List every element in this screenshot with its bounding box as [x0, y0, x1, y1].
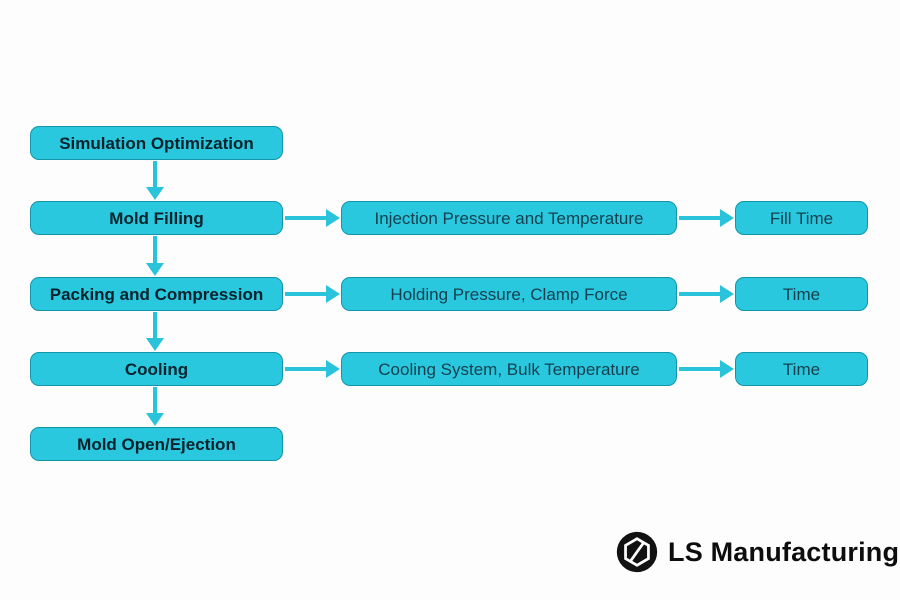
arrow-right-packing-to-holding	[285, 292, 326, 296]
arrow-down-simulation-to-filling	[153, 161, 157, 187]
flow-node-holding-pressure-clamp-force: Holding Pressure, Clamp Force	[341, 277, 677, 311]
flow-node-cooling: Cooling	[30, 352, 283, 386]
arrow-right-cooling-to-coolingsystem	[285, 367, 326, 371]
flow-node-fill-time: Fill Time	[735, 201, 868, 235]
flow-node-mold-open-ejection: Mold Open/Ejection	[30, 427, 283, 461]
arrow-down-packing-to-cooling	[153, 312, 157, 338]
arrow-right-holding-to-time	[679, 292, 720, 296]
arrow-right-filling-to-injection	[285, 216, 326, 220]
flow-node-time-packing: Time	[735, 277, 868, 311]
flow-node-cooling-system-bulk-temperature: Cooling System, Bulk Temperature	[341, 352, 677, 386]
flow-node-time-cooling: Time	[735, 352, 868, 386]
flow-node-injection-pressure-temperature: Injection Pressure and Temperature	[341, 201, 677, 235]
arrow-right-injection-to-filltime	[679, 216, 720, 220]
company-name: LS Manufacturing	[668, 536, 900, 567]
arrow-right-coolingsystem-to-time	[679, 367, 720, 371]
ls-manufacturing-logo: LS Manufacturing	[615, 530, 899, 574]
arrow-down-filling-to-packing	[153, 236, 157, 263]
flow-node-mold-filling: Mold Filling	[30, 201, 283, 235]
arrow-down-cooling-to-ejection	[153, 387, 157, 413]
flow-node-packing-and-compression: Packing and Compression	[30, 277, 283, 311]
flow-node-simulation-optimization: Simulation Optimization	[30, 126, 283, 160]
ls-logo-icon	[615, 530, 659, 574]
